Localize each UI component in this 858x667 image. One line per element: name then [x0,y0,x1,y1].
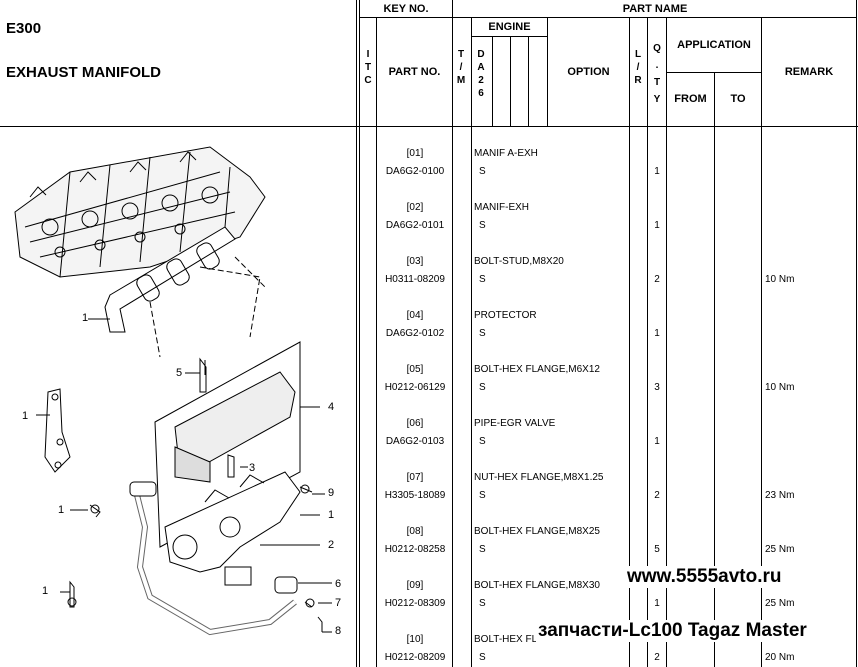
table-row-option: S [479,382,486,393]
table-row-name: MANIF-EXH [474,202,529,213]
callout-number: 7 [335,597,342,609]
table-row-name: BOLT-HEX FLANGE,M8X25 [474,526,600,537]
watermark-site: www.5555avto.ru [625,566,784,588]
table-row-part-no[interactable]: H0212-08209 [384,652,446,663]
table-row-part-no[interactable]: H0212-08309 [384,598,446,609]
table-row-part-no[interactable]: H0311-08209 [385,274,445,285]
header-engine: ENGINE [488,21,531,33]
table-row-remark: 20 Nm [765,652,795,663]
table-row-name: MANIF A-EXH [474,148,538,159]
table-row-qty: 1 [654,166,660,177]
fasteners [60,357,332,633]
egr-pipe [129,481,332,636]
section-title: EXHAUST MANIFOLD [6,64,161,81]
mounting-bracket [36,388,71,473]
callout-number: 5 [176,367,183,379]
table-row-option: S [479,544,486,555]
exhaust-manifold [164,471,320,573]
table-row-name: BOLT-HEX FLANGE,M6X12 [474,364,600,375]
table-row-remark: 23 Nm [765,490,795,501]
exploded-view-diagram [14,146,332,636]
table-row-part-no[interactable]: DA6G2-0100 [385,166,445,177]
table-row-option: S [479,436,486,447]
table-border-left-inner [359,0,360,667]
table-row-name: BOLT-HEX FL [474,634,538,645]
table-row-key: [07] [406,472,424,483]
callout-number: 2 [328,539,335,551]
table-row-name: BOLT-STUD,M8X20 [474,256,564,267]
table-row-qty: 5 [654,544,660,555]
watermark-tagline: запчасти-Lc100 Tagaz Master [536,620,809,642]
table-row-qty: 1 [654,436,660,447]
table-row-remark: 25 Nm [765,598,795,609]
table-row-part-no[interactable]: DA6G2-0103 [385,436,445,447]
header-application: APPLICATION [677,39,751,51]
callout-number: 1 [42,585,49,597]
table-row-name: NUT-HEX FLANGE,M8X1.25 [474,472,604,483]
table-row-key: [08] [406,526,424,537]
header-option: OPTION [567,66,610,78]
cylinder-head [14,146,266,278]
header-from: FROM [674,93,707,105]
table-row-qty: 1 [654,598,660,609]
callout-number: 1 [22,410,29,422]
table-row-qty: 2 [654,652,660,663]
table-row-part-no[interactable]: H0212-08258 [384,544,446,555]
callout-number: 6 [335,578,342,590]
callout-number: 4 [328,401,335,413]
table-row-qty: 1 [654,220,660,231]
table-row-remark: 10 Nm [765,382,795,393]
table-row-key: [01] [406,148,424,159]
header-to: TO [730,93,746,105]
table-row-key: [02] [406,202,424,213]
table-row-name: PROTECTOR [474,310,537,321]
table-row-key: [04] [406,310,424,321]
callout-number: 9 [328,487,335,499]
table-row-remark: 10 Nm [765,274,795,285]
table-row-qty: 1 [654,328,660,339]
header-divider [0,126,858,127]
table-row-option: S [479,490,486,501]
table-row-name: BOLT-HEX FLANGE,M8X30 [474,580,600,591]
table-border-left [356,0,357,667]
table-row-qty: 2 [654,274,660,285]
header-part-no: PART NO. [388,66,441,78]
table-row-part-no[interactable]: H3305-18089 [384,490,446,501]
callout-number: 1 [328,509,335,521]
model-code: E300 [6,20,42,37]
table-row-remark: 25 Nm [765,544,795,555]
table-row-part-no[interactable]: H0212-06129 [384,382,446,393]
callout-number: 3 [249,462,256,474]
header-tim: T/M [456,49,466,86]
callout-number: 8 [335,625,342,637]
header-remark: REMARK [784,66,834,78]
table-row-name: PIPE-EGR VALVE [474,418,556,429]
header-lr: L/R [634,49,642,86]
table-row-key: [10] [406,634,424,645]
table-row-option: S [479,166,486,177]
callout-number: 1 [82,312,89,324]
table-row-qty: 2 [654,490,660,501]
table-row-key: [05] [406,364,424,375]
table-row-option: S [479,328,486,339]
table-row-option: S [479,598,486,609]
table-row-key: [06] [406,418,424,429]
table-row-part-no[interactable]: DA6G2-0102 [385,328,445,339]
heat-protector [154,341,320,548]
manifold-gasket [88,226,236,333]
header-part-name: PART NAME [622,3,688,15]
header-key-no: KEY NO. [383,3,429,15]
table-row-key: [09] [406,580,424,591]
table-row-option: S [479,274,486,285]
table-row-key: [03] [406,256,424,267]
callout-number: 1 [58,504,65,516]
table-row-part-no[interactable]: DA6G2-0101 [385,220,445,231]
table-row-option: S [479,220,486,231]
table-row-option: S [479,652,486,663]
table-row-qty: 3 [654,382,660,393]
